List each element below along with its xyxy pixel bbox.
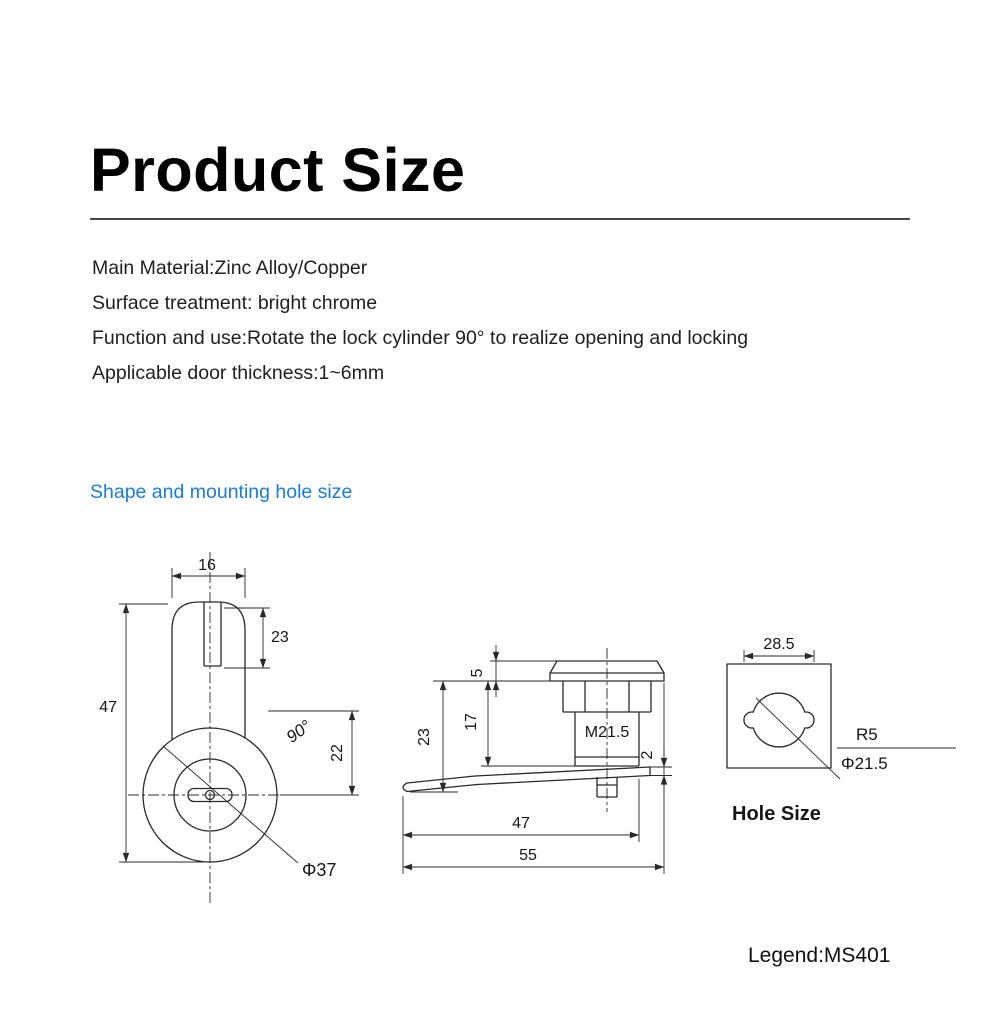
front-view: 16 23 47 90° 22 Φ37 xyxy=(99,552,359,905)
section-heading: Shape and mounting hole size xyxy=(90,481,353,503)
dim-side-cap-height: 5 xyxy=(469,668,486,677)
dim-side-cam-thickness: 2 xyxy=(639,750,656,759)
key-slot xyxy=(187,787,233,803)
hole-diagonal-line xyxy=(755,697,841,780)
mounting-plate-outline xyxy=(726,663,832,769)
hole-size-caption: Hole Size xyxy=(732,803,821,825)
mounting-hole-outline xyxy=(743,692,815,748)
spec-line-material: Main Material:Zinc Alloy/Copper xyxy=(92,257,368,279)
front-rotation-angle-label: 90° xyxy=(283,716,315,747)
spec-list: Main Material:Zinc Alloy/Copper Surface … xyxy=(92,251,748,391)
dim-side-body-length: 47 xyxy=(512,815,530,832)
dim-extension xyxy=(648,766,672,776)
spec-line-surface: Surface treatment: bright chrome xyxy=(92,292,378,314)
spec-line-thickness: Applicable door thickness:1~6mm xyxy=(92,362,385,384)
hex-nut-outline xyxy=(562,681,652,713)
dim-front-total-height: 47 xyxy=(99,699,117,716)
thread-spec-label: M21.5 xyxy=(585,724,630,741)
dim-front-face-diameter: Φ37 xyxy=(302,860,336,880)
lock-face-inner-circle xyxy=(173,758,247,832)
technical-drawing: 16 23 47 90° 22 Φ37 xyxy=(99,552,956,905)
legend-text: Legend:MS401 xyxy=(748,944,891,967)
dim-hole-notch-radius: R5 xyxy=(856,725,878,744)
lock-body-outline xyxy=(171,601,246,740)
dim-front-center-offset: 22 xyxy=(329,744,346,762)
diameter-leader-line xyxy=(162,745,299,864)
threaded-body-outline xyxy=(574,712,640,767)
hole-view: 28.5 R5 Φ21.5 Hole Size xyxy=(726,636,956,825)
cap-outline xyxy=(549,660,665,682)
cam-lever-outline xyxy=(402,766,651,793)
dim-side-head-height: 17 xyxy=(463,713,480,731)
lock-face-circle xyxy=(142,727,278,863)
retaining-nut-outline xyxy=(596,777,618,798)
dim-side-body-depth: 23 xyxy=(416,728,433,746)
title-divider xyxy=(90,218,910,220)
dim-side-total-length: 55 xyxy=(519,847,537,864)
dim-front-cam-height: 23 xyxy=(271,629,289,646)
dim-front-top-width: 16 xyxy=(198,557,216,574)
side-view: 5 17 23 M21.5 2 47 55 xyxy=(402,645,672,874)
dim-extension xyxy=(433,660,557,682)
dim-hole-diameter: Φ21.5 xyxy=(841,754,888,773)
dim-extension xyxy=(119,603,204,863)
key-slot-center xyxy=(204,789,216,801)
page-title: Product Size xyxy=(90,136,466,204)
dim-extension xyxy=(268,710,359,796)
spec-line-function: Function and use:Rotate the lock cylinde… xyxy=(92,327,749,349)
cam-tip-outline xyxy=(203,602,222,667)
dim-hole-slot-width: 28.5 xyxy=(763,636,794,653)
